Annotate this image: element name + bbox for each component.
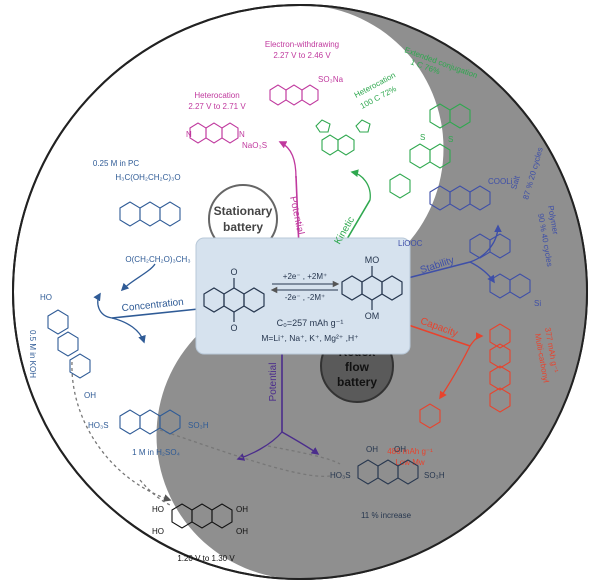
- voltage-bottom: 1.20 V to 1.30 V: [177, 554, 235, 563]
- stationary-label-1: Stationary: [214, 204, 273, 218]
- si-label: Si: [534, 299, 541, 308]
- arrow-concentration-top: [120, 263, 156, 292]
- outer-circle-stroke: [12, 4, 588, 580]
- reaction-bottom-text: -2e⁻ , -2M⁺: [285, 293, 325, 302]
- redox-label-2: flow: [345, 360, 370, 374]
- electron-withdrawing-value: 2.27 V to 2.46 V: [273, 51, 331, 60]
- branch-line-concentration: [111, 307, 209, 319]
- oh-bottom-1: OH: [236, 505, 248, 514]
- cation-list: M=Li⁺, Na⁺, K⁺, Mg²⁺ ,H⁺: [261, 333, 359, 343]
- arrow-dotted-4: [139, 479, 171, 506]
- arrow-concentration-up: [93, 292, 113, 319]
- oh-bottom-2: OH: [236, 527, 248, 536]
- heterocation-structure: [189, 122, 239, 144]
- reduced-anthraquinone-structure: [341, 266, 403, 310]
- arrow-concentration-down: [111, 317, 146, 344]
- central-reaction-box: O O +2e⁻ , +2M⁺ -2e⁻ , -2M⁺ MO OM C₀=257…: [195, 237, 411, 355]
- arrow-capacity-up: [469, 332, 484, 347]
- pc-chain-bottom: O(CH₂CH₂O)₃CH₃: [125, 255, 190, 264]
- arrow-potential-top: [278, 141, 297, 179]
- furan-structure: [315, 119, 371, 156]
- oh-right-1: OH: [366, 445, 378, 454]
- low-mw-structure: [419, 403, 441, 429]
- reduced-mo-label: MO: [365, 255, 380, 265]
- capacity-examples: 377 mAh g⁻¹ Multi-carbonyl 486 mAh g⁻¹ L…: [387, 323, 560, 467]
- polymer-structure: [469, 233, 531, 299]
- quinone-o-top: O: [230, 267, 237, 277]
- oh-right-2: OH: [394, 445, 406, 454]
- reaction-top-text: +2e⁻ , +2M⁺: [283, 272, 327, 281]
- pc-chain-top: H₃C(OH₂CH₂C)₃O: [115, 173, 180, 182]
- heterocation-n-left: N: [186, 130, 192, 139]
- tetrahydroxy-structure: [171, 503, 233, 529]
- so3h-right: SO₃H: [424, 471, 445, 480]
- thio-s-2: S: [448, 135, 453, 144]
- ho-bottom-2: HO: [152, 527, 164, 536]
- koh-oh-bottom: OH: [84, 391, 96, 400]
- stationary-battery-badge: Stationary battery: [208, 184, 278, 254]
- theoretical-capacity: C₀=257 mAh g⁻¹: [277, 318, 344, 328]
- increase-annotation: 11 % increase: [361, 511, 412, 520]
- anthraquinone-structure: [203, 278, 265, 322]
- quinone-o-bottom: O: [230, 323, 237, 333]
- salt-structure: [429, 185, 491, 211]
- arrow-potential-bottom-right: [281, 431, 320, 455]
- bottom-examples: HO₃S SO₃H 1 M in H₂SO₄ HO₃S SO₃H OH OH 1…: [88, 409, 445, 563]
- pc-condition: 0.25 M in PC: [93, 159, 139, 168]
- branch-label-potential-bottom: Potential: [268, 363, 279, 402]
- sulfonated-aq-structure: [119, 409, 181, 435]
- ho3s-left: HO₃S: [88, 421, 109, 430]
- ho-bottom-1: HO: [152, 505, 164, 514]
- so3h-left: SO₃H: [188, 421, 209, 430]
- potential-examples: Electron-withdrawing 2.27 V to 2.46 V He…: [186, 40, 344, 150]
- arrow-capacity-down: [439, 345, 471, 400]
- h2so4-condition: 1 M in H₂SO₄: [132, 448, 180, 457]
- concentration-examples: 0.25 M in PC H₃C(OH₂CH₂C)₃O O(CH₂CH₂O)₃C…: [28, 159, 191, 400]
- koh-structure: [47, 309, 91, 379]
- cooli-label: COOLi: [488, 177, 513, 186]
- arrow-kinetic: [350, 169, 371, 201]
- sulfonated-structure: [269, 84, 319, 106]
- koh-condition: 0.5 M in KOH: [28, 330, 37, 378]
- heterocation-left-value: 2.27 V to 2.71 V: [188, 102, 246, 111]
- arrow-dotted-2: [267, 445, 341, 465]
- sulfonated-dihydroxy-structure: [357, 459, 419, 485]
- pc-structure: [119, 201, 181, 227]
- reduced-om-label: OM: [365, 311, 380, 321]
- salt-title: Salt: [509, 174, 522, 190]
- multicarbonyl-structure: [489, 323, 511, 413]
- stationary-label-2: battery: [223, 220, 263, 234]
- ho3s-right: HO₃S: [330, 471, 351, 480]
- heterocation-left-title: Heterocation: [194, 91, 239, 100]
- low-mw-title: Low Mw: [395, 458, 425, 467]
- arrow-stability-2: [469, 261, 495, 284]
- low-mw-value: 486 mAh g⁻¹: [387, 447, 433, 456]
- connector-arrows: [71, 141, 502, 506]
- thio-s-1: S: [420, 133, 425, 142]
- electron-withdrawing-title: Electron-withdrawing: [265, 40, 339, 49]
- arrow-dotted-3: [159, 429, 331, 478]
- heterocation-n-right: N: [239, 130, 245, 139]
- redox-label-3: battery: [337, 375, 377, 389]
- arrow-stability: [469, 224, 502, 263]
- nao3s-label: NaO₃S: [242, 141, 267, 150]
- koh-oh-top: HO: [40, 293, 52, 302]
- conjugated-structure: [389, 103, 471, 199]
- branch-line-stability: [399, 261, 471, 281]
- so3na-label: SO₃Na: [318, 75, 344, 84]
- liooc-label: LiOOC: [398, 239, 423, 248]
